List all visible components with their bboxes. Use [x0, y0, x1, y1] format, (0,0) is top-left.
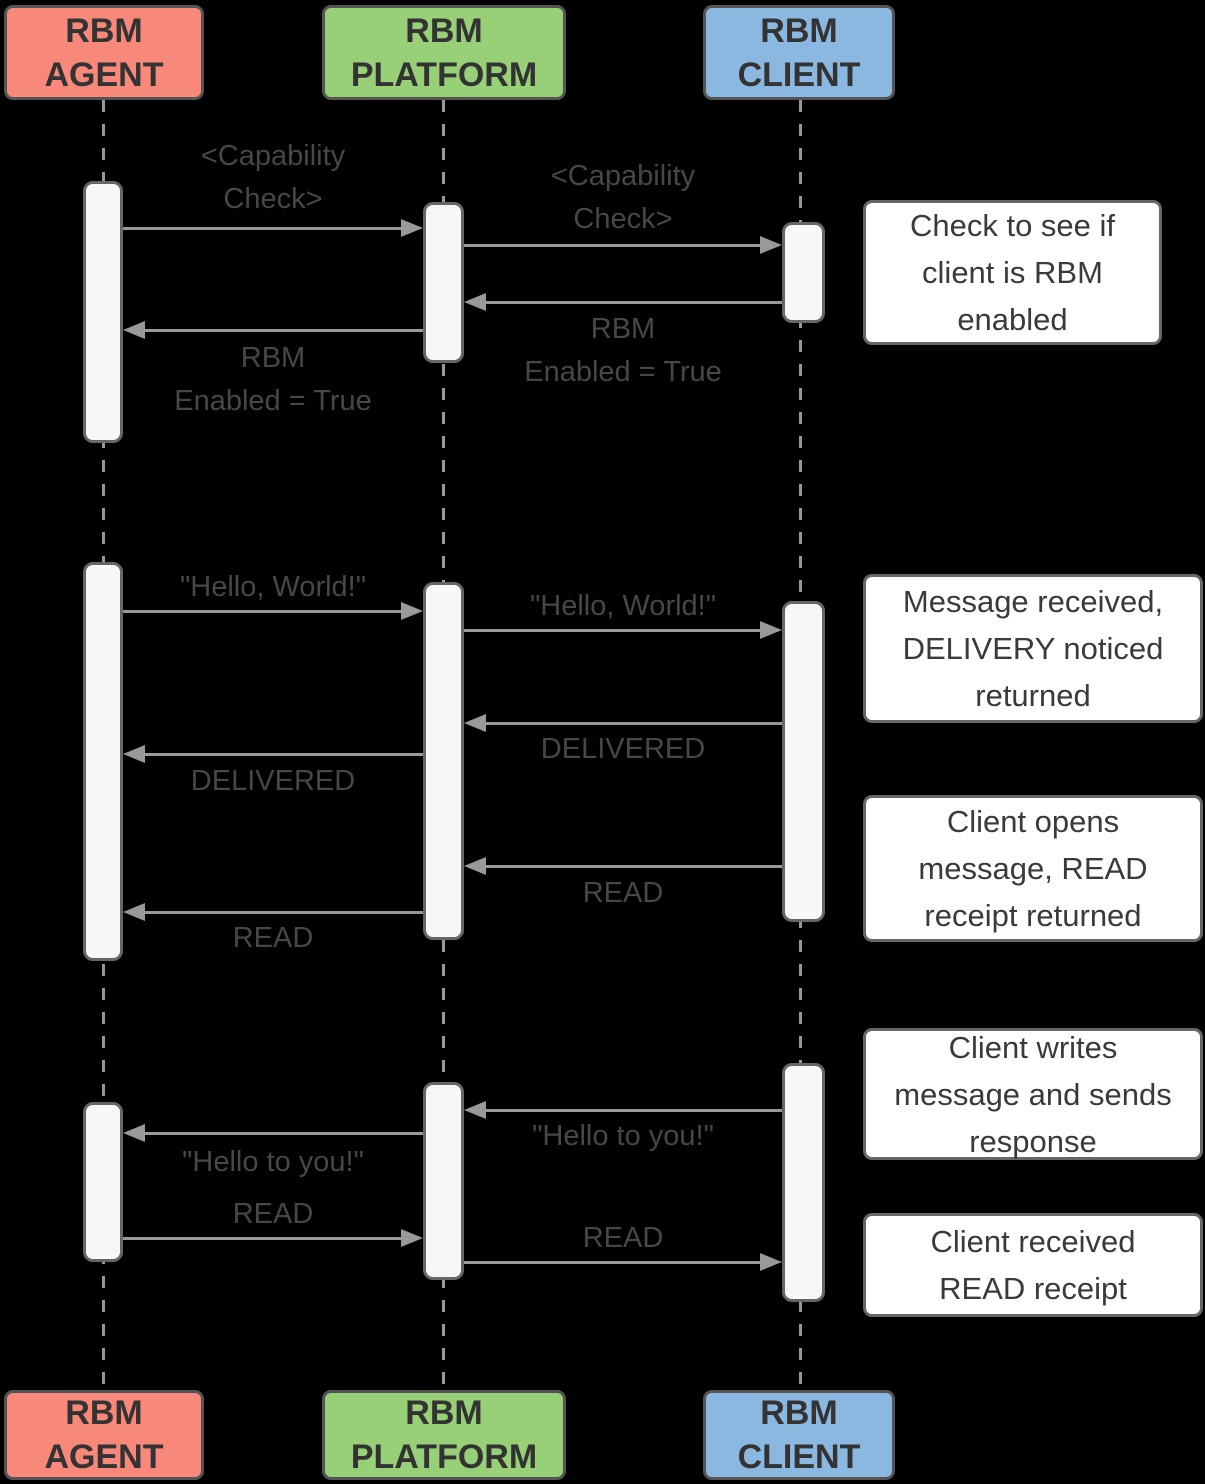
- activation-bar-rbm-agent: [83, 562, 123, 961]
- message-arrowhead-hello-to-you-client-platform: [464, 1101, 486, 1119]
- note-delivery: Message received, DELIVERY noticed retur…: [863, 574, 1203, 723]
- message-line-rbm-enabled-client-platform: [482, 300, 782, 304]
- note-client-response: Client writes message and sends response: [863, 1028, 1203, 1160]
- activation-bar-rbm-client: [782, 1063, 825, 1302]
- message-line-hello-to-you-platform-agent: [141, 1131, 423, 1135]
- message-arrowhead-capability-check-agent-platform: [401, 219, 423, 237]
- message-arrowhead-read-platform-client: [760, 1253, 782, 1271]
- note-client-read: Client received READ receipt: [863, 1213, 1203, 1317]
- message-label-read-platform-agent: READ: [232, 922, 314, 954]
- message-arrowhead-read-client-platform: [464, 857, 486, 875]
- actor-box-rbm-platform-bottom: RBM PLATFORM: [322, 1390, 566, 1480]
- message-arrowhead-rbm-enabled-client-platform: [464, 293, 486, 311]
- message-line-delivered-platform-agent: [141, 752, 423, 756]
- message-label-hello-to-you-platform-agent: "Hello to you!": [182, 1146, 364, 1178]
- message-line-capability-check-agent-platform: [123, 226, 405, 230]
- note-capability-check: Check to see if client is RBM enabled: [863, 200, 1162, 345]
- message-label-capability-check-platform-client: <Capability Check>: [550, 160, 696, 235]
- message-line-capability-check-platform-client: [464, 243, 764, 247]
- activation-bar-rbm-agent: [83, 1102, 123, 1262]
- message-label-capability-check-agent-platform: <Capability Check>: [200, 140, 346, 215]
- message-label-delivered-client-platform: DELIVERED: [540, 733, 706, 765]
- message-label-hello-world-agent-platform: "Hello, World!": [179, 571, 367, 603]
- message-arrowhead-delivered-client-platform: [464, 714, 486, 732]
- message-line-read-platform-agent: [141, 910, 423, 914]
- message-label-read-agent-platform: READ: [232, 1198, 314, 1230]
- message-label-read-platform-client: READ: [582, 1222, 664, 1254]
- message-label-read-client-platform: READ: [582, 877, 664, 909]
- message-line-read-agent-platform: [123, 1236, 405, 1240]
- message-arrowhead-read-platform-agent: [123, 903, 145, 921]
- message-arrowhead-hello-to-you-platform-agent: [123, 1124, 145, 1142]
- message-label-hello-world-platform-client: "Hello, World!": [529, 590, 717, 622]
- message-arrowhead-delivered-platform-agent: [123, 745, 145, 763]
- actor-box-rbm-client-bottom: RBM CLIENT: [703, 1390, 895, 1480]
- message-label-delivered-platform-agent: DELIVERED: [190, 765, 356, 797]
- activation-bar-rbm-agent: [83, 181, 123, 443]
- activation-bar-rbm-client: [782, 222, 825, 323]
- message-label-rbm-enabled-client-platform: RBM Enabled = True: [524, 313, 722, 388]
- message-line-hello-world-platform-client: [464, 628, 764, 632]
- message-line-rbm-enabled-platform-agent: [141, 328, 423, 332]
- message-arrowhead-read-agent-platform: [401, 1229, 423, 1247]
- actor-box-rbm-client-top: RBM CLIENT: [703, 5, 895, 100]
- message-line-delivered-client-platform: [482, 721, 782, 725]
- message-line-read-client-platform: [482, 864, 782, 868]
- actor-box-rbm-agent-top: RBM AGENT: [4, 5, 204, 100]
- activation-bar-rbm-platform: [423, 1082, 464, 1280]
- actor-box-rbm-platform-top: RBM PLATFORM: [322, 5, 566, 100]
- activation-bar-rbm-platform: [423, 202, 464, 363]
- actor-box-rbm-agent-bottom: RBM AGENT: [4, 1390, 204, 1480]
- message-arrowhead-capability-check-platform-client: [760, 236, 782, 254]
- message-line-hello-to-you-client-platform: [482, 1108, 782, 1112]
- message-label-hello-to-you-client-platform: "Hello to you!": [532, 1120, 714, 1152]
- message-arrowhead-hello-world-agent-platform: [401, 602, 423, 620]
- note-read-receipt: Client opens message, READ receipt retur…: [863, 795, 1203, 942]
- message-arrowhead-hello-world-platform-client: [760, 621, 782, 639]
- message-arrowhead-rbm-enabled-platform-agent: [123, 321, 145, 339]
- activation-bar-rbm-client: [782, 601, 825, 922]
- activation-bar-rbm-platform: [423, 582, 464, 940]
- message-line-hello-world-agent-platform: [123, 609, 405, 613]
- message-label-rbm-enabled-platform-agent: RBM Enabled = True: [174, 342, 372, 417]
- message-line-read-platform-client: [464, 1260, 764, 1264]
